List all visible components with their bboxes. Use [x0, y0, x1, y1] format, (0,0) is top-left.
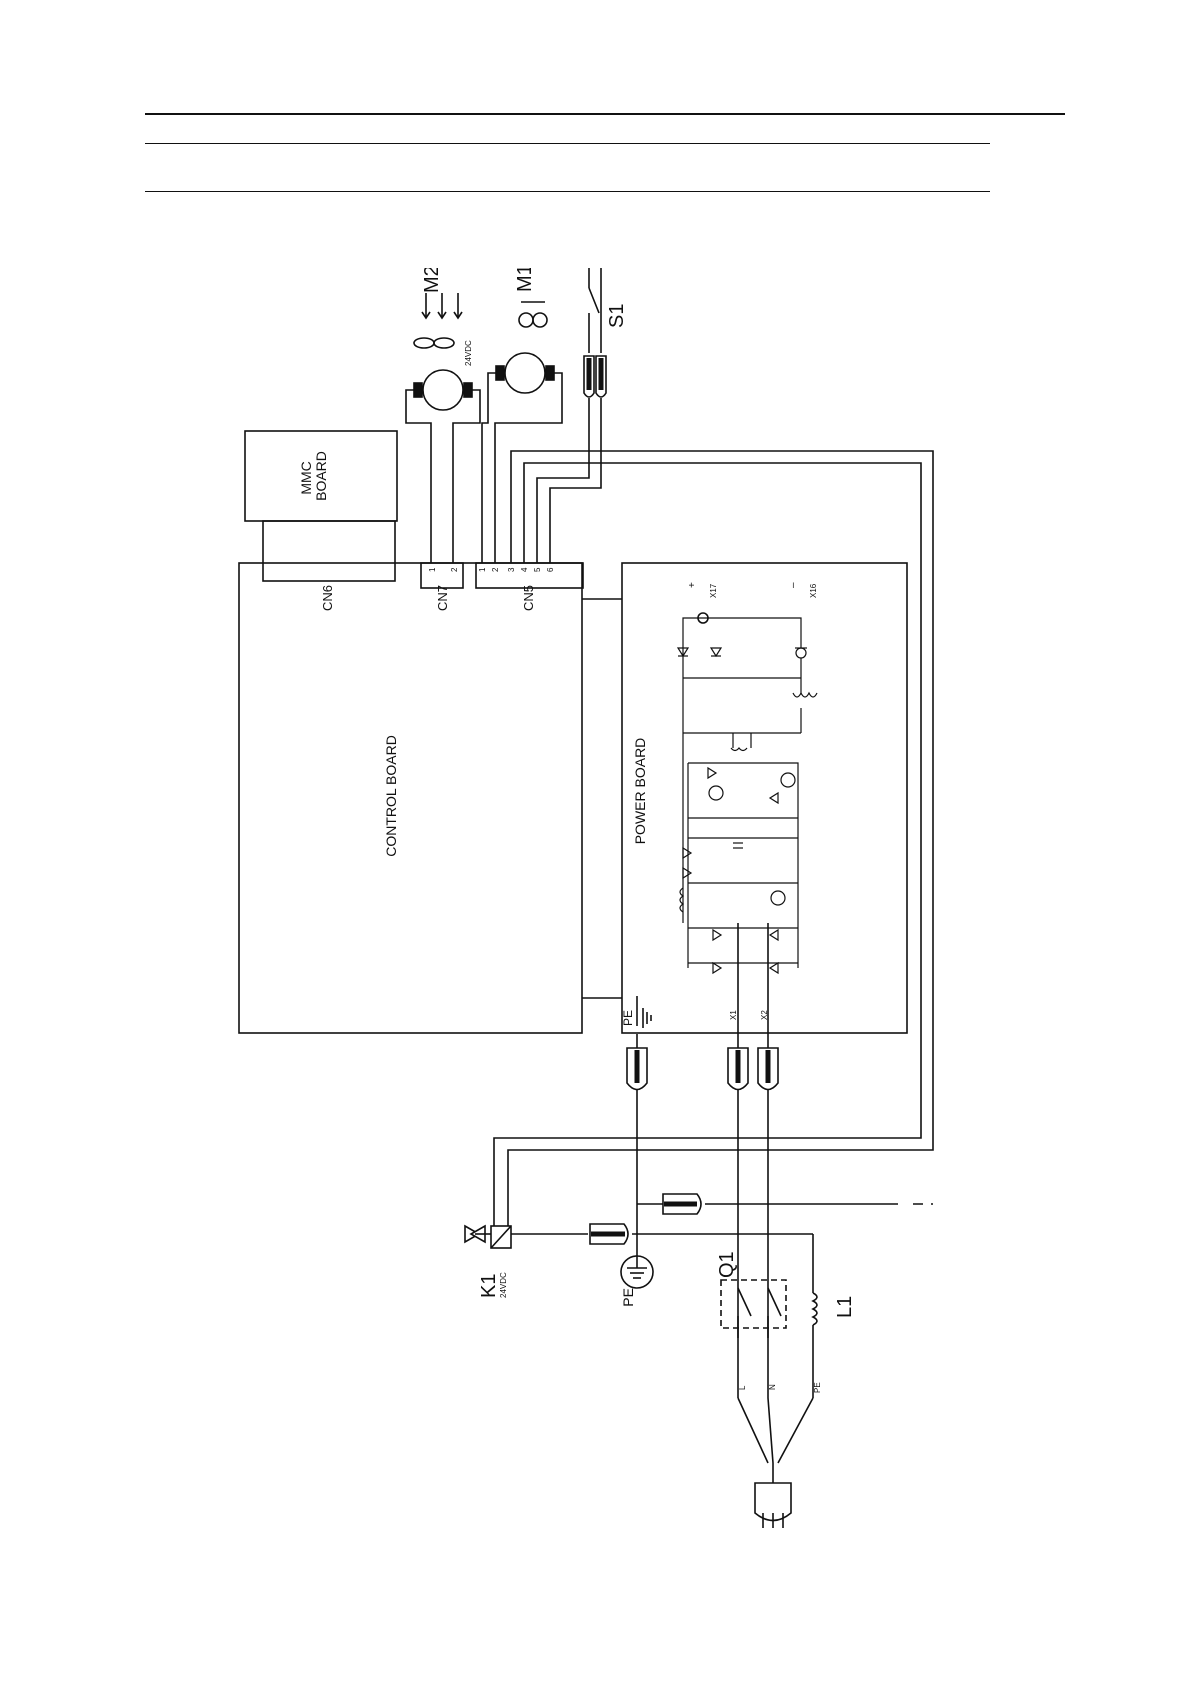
cn5-pin-2: 2 — [491, 567, 500, 572]
k1-label: K1 — [478, 1274, 500, 1298]
m2-label: M2 — [421, 268, 443, 293]
mmc-board-label: MMC BOARD — [298, 451, 329, 501]
control-board-label: CONTROL BOARD — [383, 735, 399, 857]
terminal-x17-label: X17 — [709, 583, 718, 598]
cn5-pin-6: 6 — [546, 567, 555, 572]
cn6-label: CN6 — [320, 585, 335, 611]
q1-label: Q1 — [716, 1251, 738, 1278]
terminal-x1-label: X1 — [729, 1010, 738, 1020]
cn7-label: CN7 — [435, 585, 450, 611]
terminal-x16-label: X16 — [809, 583, 818, 598]
s1-label: S1 — [606, 304, 628, 328]
header-rule-top — [145, 113, 1065, 115]
terminal-x2-label: X2 — [760, 1010, 769, 1020]
header-rule-bottom — [145, 191, 990, 192]
mains-n-label: N — [768, 1384, 777, 1390]
l1-label: L1 — [834, 1296, 856, 1318]
cn5-pin-1: 1 — [478, 567, 487, 572]
pe-ground-label: PE — [620, 1288, 636, 1307]
terminal-x16-sign: – — [788, 582, 799, 588]
cn5-pin-5: 5 — [533, 567, 542, 572]
wiring-diagram: MMC BOARD CONTROL BOARD POWER BOARD CN6 … — [233, 268, 973, 1528]
m1-label: M1 — [514, 268, 536, 292]
mains-pe-label: PE — [813, 1382, 822, 1393]
terminal-pe-label: PE — [621, 1010, 635, 1026]
terminal-x17-sign: + — [687, 582, 698, 588]
cn7-pin-2: 2 — [450, 567, 459, 572]
mains-l-label: L — [738, 1385, 747, 1390]
header-rule-middle — [145, 143, 990, 144]
cn5-label: CN5 — [521, 585, 536, 611]
k1-rating: 24VDC — [499, 1272, 508, 1298]
m2-rating: 24VDC — [464, 340, 473, 366]
cn5-pin-4: 4 — [520, 567, 529, 572]
power-board-label: POWER BOARD — [632, 738, 648, 845]
cn7-pin-1: 1 — [428, 567, 437, 572]
cn5-pin-3: 3 — [507, 567, 516, 572]
